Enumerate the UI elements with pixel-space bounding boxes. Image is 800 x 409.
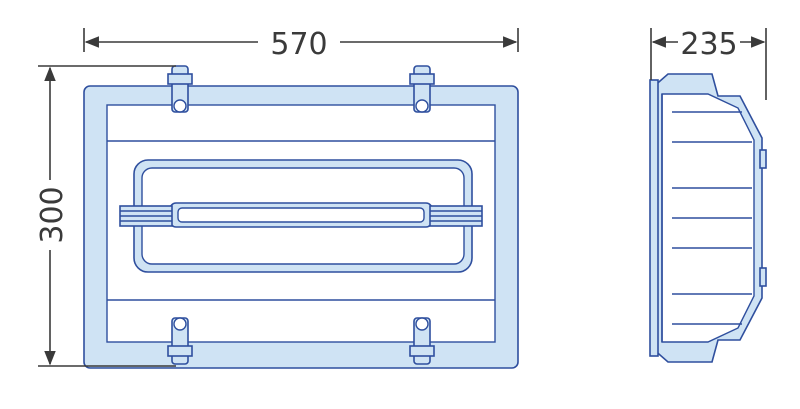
side-ribs bbox=[672, 111, 752, 325]
width-dimension: 570 bbox=[83, 27, 519, 62]
clamp-bottom-left bbox=[167, 317, 193, 365]
lamp-tube bbox=[119, 202, 483, 228]
depth-label: 235 bbox=[680, 27, 737, 62]
clamp-top-right bbox=[409, 65, 435, 113]
clamp-bottom-right bbox=[409, 317, 435, 365]
height-label: 300 bbox=[35, 186, 70, 243]
depth-dimension: 235 bbox=[650, 27, 767, 100]
front-view bbox=[83, 65, 519, 369]
height-dimension: 300 bbox=[35, 65, 176, 367]
side-view bbox=[649, 73, 767, 363]
width-label: 570 bbox=[270, 27, 327, 62]
clamp-top-left bbox=[167, 65, 193, 113]
